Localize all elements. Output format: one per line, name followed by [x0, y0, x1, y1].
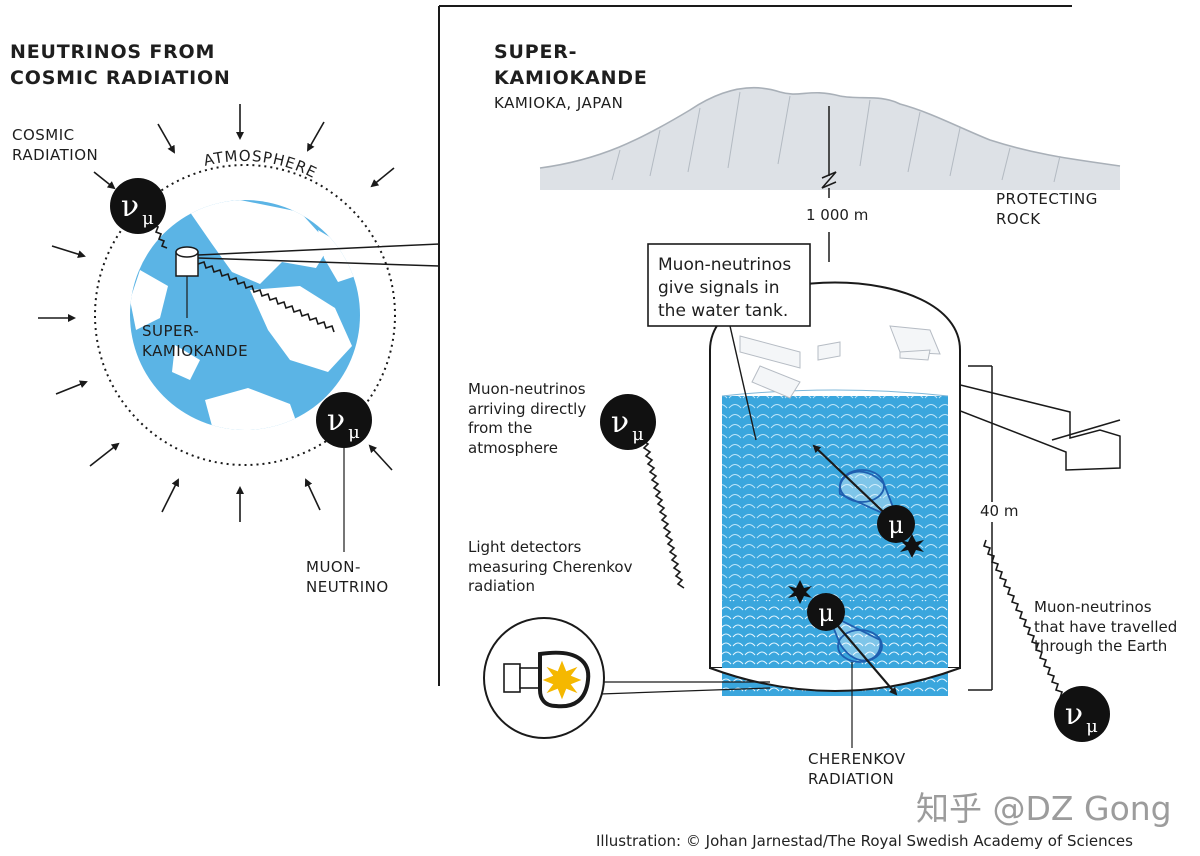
cosmic-ray-arrows [38, 104, 395, 522]
illustration-credit: Illustration: © Johan Jarnestad/The Roya… [596, 832, 1133, 850]
muon-badge-upper: μ [877, 505, 915, 543]
neutrino-badge-atmosphere: ν μ [600, 394, 656, 450]
neutrino-path-atmosphere [641, 439, 685, 589]
neutrino-path-through-earth [982, 539, 1067, 701]
svg-text:μ: μ [1086, 716, 1098, 737]
through-earth-label: Muon-neutrinos that have travelled throu… [1034, 598, 1178, 655]
height-marker [968, 365, 993, 691]
earth-neutrino-path [189, 256, 335, 333]
interaction-bursts [788, 534, 924, 604]
mini-detector-icon [175, 246, 199, 318]
svg-text:μ: μ [818, 599, 834, 627]
cherenkov-radiation-label: CHERENKOV RADIATION [808, 750, 906, 788]
light-detectors-label: Light detectors measuring Cherenkov radi… [468, 538, 633, 595]
location-label: KAMIOKA, JAPAN [494, 94, 624, 112]
protecting-rock-label: PROTECTING ROCK [996, 190, 1098, 228]
cosmic-radiation-label: COSMIC RADIATION [12, 126, 99, 164]
right-panel-title: SUPER- KAMIOKANDE [494, 41, 648, 89]
tank-height-label: 40 m [976, 502, 1023, 522]
svg-text:μ: μ [632, 424, 644, 445]
svg-text:μ: μ [888, 511, 904, 539]
svg-text:μ: μ [142, 208, 154, 229]
depth-marker [821, 106, 837, 262]
muon-badge-lower: μ [807, 593, 845, 631]
mountain-rock [539, 86, 1121, 190]
neutrino-badge-left-bottom: ν μ [316, 392, 372, 448]
zoom-connector-lines [197, 243, 440, 267]
callout-text: Muon-neutrinos give signals in the water… [658, 255, 792, 321]
depth-label: 1 000 m [806, 206, 869, 224]
svg-text:ν: ν [1065, 697, 1083, 732]
svg-text:ν: ν [121, 189, 139, 224]
panel-divider [438, 5, 1072, 686]
callout-box [647, 243, 811, 441]
neutrino-badge-left-top: ν μ [110, 178, 166, 234]
arriving-directly-label: Muon-neutrinos arriving directly from th… [468, 380, 587, 457]
water-tank [709, 281, 961, 696]
svg-text:ν: ν [327, 403, 345, 438]
super-kamiokande-mini-label: SUPER- KAMIOKANDE [142, 322, 249, 360]
left-panel-title: NEUTRINOS FROM COSMIC RADIATION [10, 41, 231, 89]
tunnel-structure [931, 377, 1121, 471]
atmosphere-ring [94, 164, 396, 466]
muon-neutrino-label: MUON- NEUTRINO [306, 558, 389, 596]
svg-text:ν: ν [611, 405, 629, 440]
atmosphere-label: ATMOSPHERE [202, 147, 320, 182]
detector-zoom-inset [483, 617, 771, 739]
watermark: 知乎 @DZ Gong [916, 789, 1172, 828]
svg-text:μ: μ [348, 422, 360, 443]
neutrino-badge-through-earth: ν μ [1054, 686, 1110, 742]
